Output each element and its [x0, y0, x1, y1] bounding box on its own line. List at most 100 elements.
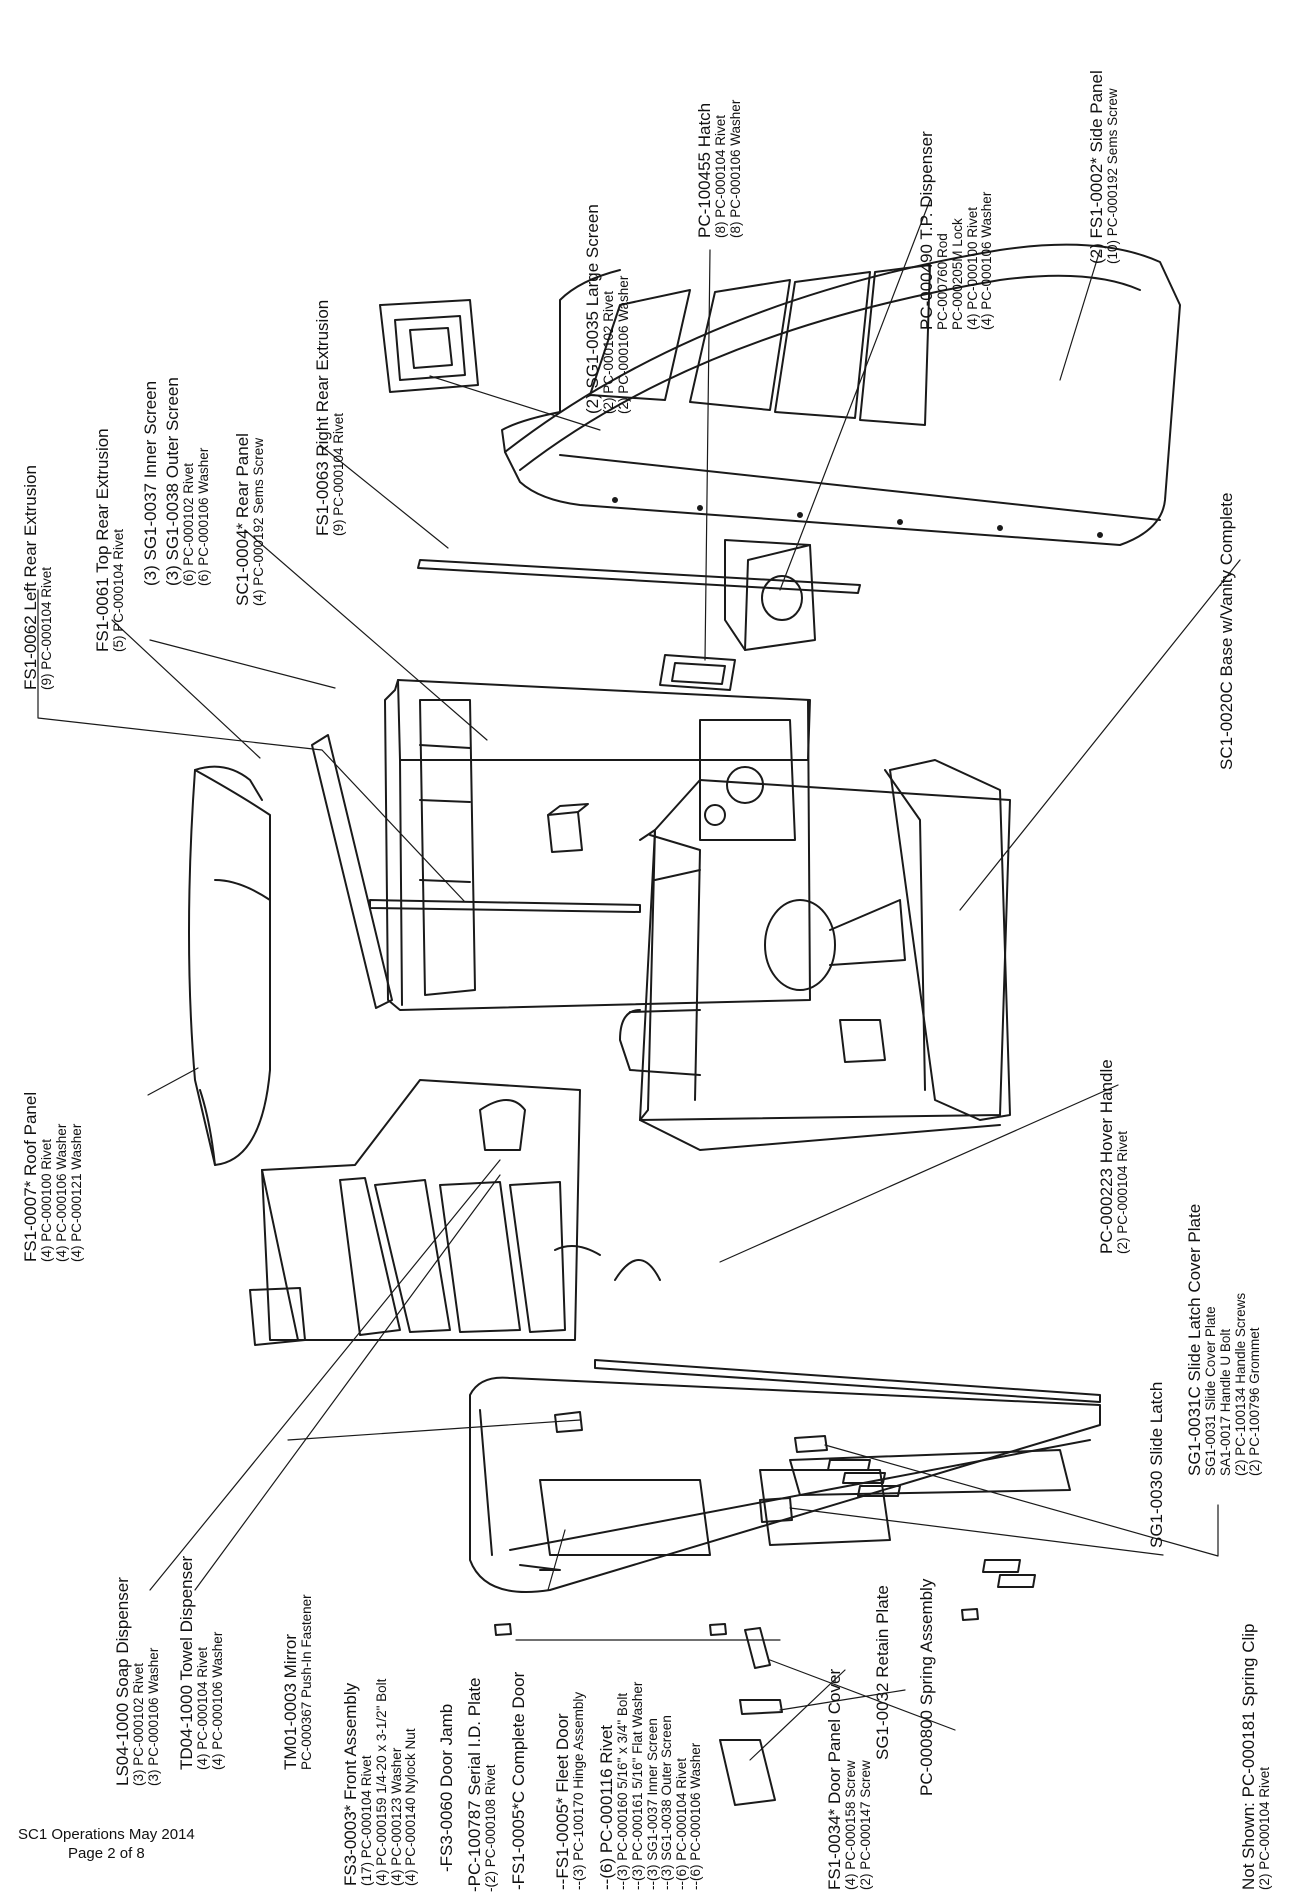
- callout-part-subitem: (4) PC-000192 Sems Screw: [251, 437, 267, 606]
- callout-part-subitem: (4) PC-000158 Screw: [843, 1760, 859, 1890]
- callout-label: -FS3-0060 Door Jamb: [437, 1703, 456, 1872]
- callout-part-subitem: (3) PC-000106 Washer: [145, 1647, 161, 1786]
- callout-part-subitem: (8) PC-000104 Rivet: [713, 114, 729, 238]
- callout-part-title: SG1-0030 Slide Latch: [1147, 1381, 1166, 1548]
- callout-part-subitem: (4) PC-000140 Nylock Nut: [403, 1728, 419, 1886]
- callout-label: SG1-0030 Slide Latch: [1147, 1381, 1166, 1548]
- callout-part-title: PC-000800 Spring Assembly: [917, 1578, 936, 1796]
- callout-part-subitem: (4) PC-000104 Rivet: [195, 1646, 211, 1770]
- base-vanity-drawing: [619, 759, 1011, 1151]
- callout-part-title: FS1-0062 Left Rear Extrusion: [21, 465, 40, 690]
- spring-assembly-drawing: [744, 1627, 771, 1669]
- side-panel-drawing: [501, 243, 1181, 546]
- hover-handle-drawing: [614, 1259, 661, 1281]
- callout-part-subitem: SA1-0017 Handle U Bolt: [1217, 1328, 1233, 1476]
- callout-part-subitem: --(3) SG1-0038 Outer Screen: [659, 1715, 675, 1890]
- callout-part-title: FS1-0063 Right Rear Extrusion: [313, 299, 332, 536]
- tp-dispenser-drawing: [724, 539, 816, 651]
- callout-label: (2) FS1-0002* Side Panel(10) PC-000192 S…: [1087, 70, 1121, 264]
- callout-part-subitem: (5) PC-000104 Rivet: [111, 528, 127, 652]
- callout-part-subitem: --(3) PC-100170 Hinge Assembly: [571, 1691, 587, 1890]
- callout-part-title: -FS3-0060 Door Jamb: [437, 1703, 456, 1872]
- callout-part-title: FS1-0034* Door Panel Cover: [825, 1668, 844, 1890]
- callout-part-subitem: (2) PC-000104 Rivet: [1115, 1130, 1131, 1254]
- callout-label: FS1-0062 Left Rear Extrusion(9) PC-00010…: [21, 465, 55, 690]
- left-rear-extrusion-drawing: [369, 899, 641, 913]
- callout-part-title: Not Shown: PC-000181 Spring Clip: [1239, 1623, 1258, 1890]
- callout-part-subitem: --(3) PC-000161 5/16" Flat Washer: [629, 1681, 645, 1890]
- callout-part-subitem: (6) PC-000102 Rivet: [181, 462, 197, 586]
- callout-label: FS3-0003* Front Assembly(17) PC-000104 R…: [341, 1678, 419, 1886]
- callout-part-title: PC-100455 Hatch: [695, 102, 714, 238]
- callout-part-title: (3) SG1-0037 Inner Screen: [141, 380, 160, 586]
- callout-label: TD04-1000 Towel Dispenser(4) PC-000104 R…: [177, 1556, 226, 1770]
- callout-part-subitem: SG1-0031 Slide Cover Plate: [1203, 1306, 1219, 1476]
- callout-part-subitem: --(3) PC-000160 5/16" x 3/4" Bolt: [615, 1692, 631, 1890]
- callout-part-title: (2) SG1-0035 Large Screen: [583, 204, 602, 414]
- callout-part-subitem: PC-000367 Push-In Fastener: [299, 1594, 315, 1770]
- callout-label: -FS1-0005*C Complete Door: [509, 1672, 528, 1890]
- callout-part-title: SC1-0020C Base w/Vanity Complete: [1217, 492, 1236, 771]
- door-jamb-strip-drawing: [594, 1359, 1101, 1403]
- retain-plate-drawing: [739, 1699, 783, 1715]
- hinge-nub-drawing-2: [709, 1623, 727, 1636]
- right-rear-extrusion-drawing: [417, 559, 861, 594]
- callout-part-subitem: --(6) PC-000106 Washer: [688, 1742, 704, 1890]
- callout-label: FS1-0034* Door Panel Cover(4) PC-000158 …: [825, 1668, 874, 1890]
- callout-part-subitem: (3) PC-000102 Rivet: [131, 1662, 147, 1786]
- callout-part-title: FS3-0003* Front Assembly: [341, 1682, 360, 1886]
- callout-part-subitem: (2) PC-000102 Rivet: [601, 290, 617, 414]
- grommet-drawing: [982, 1559, 1021, 1573]
- soap-dispenser-drawing: [547, 803, 589, 853]
- callout-part-title: LS04-1000 Soap Dispenser: [113, 1577, 132, 1786]
- callout-part-subitem: (10) PC-000192 Sems Screw: [1105, 88, 1121, 264]
- slide-latch-drawing: [759, 1497, 793, 1523]
- callout-part-subitem: --(6) PC-000104 Rivet: [673, 1757, 689, 1890]
- callout-label: FS1-0061 Top Rear Extrusion(5) PC-000104…: [93, 428, 127, 652]
- hinge-nub-drawing-3: [961, 1608, 979, 1621]
- callout-label: -PC-100787 Serial I.D. Plate-(2) PC-0001…: [465, 1677, 499, 1893]
- hatch-drawing: [659, 654, 736, 691]
- callout-part-subitem: (2) PC-000104 Rivet: [1257, 1766, 1273, 1890]
- callout-part-subitem: (17) PC-000104 Rivet: [359, 1755, 375, 1886]
- callout-part-title: PC-000490 T.P. Dispenser: [917, 131, 936, 330]
- large-screen-drawing: [379, 299, 479, 393]
- callout-part-subitem: (9) PC-000104 Rivet: [331, 412, 347, 536]
- callout-label: SG1-0032 Retain Plate: [873, 1585, 892, 1760]
- callout-part-subitem: (4) PC-000121 Washer: [68, 1123, 84, 1262]
- callout-part-subitem: (4) PC-000100 Rivet: [39, 1138, 55, 1262]
- callout-label: FS1-0007* Roof Panel(4) PC-000100 Rivet (…: [21, 1091, 84, 1262]
- callout-part-title: -PC-100787 Serial I.D. Plate: [465, 1677, 484, 1893]
- callout-label: PC-100455 Hatch(8) PC-000104 Rivet(8) PC…: [695, 99, 744, 238]
- hinge-nub-drawing: [494, 1623, 512, 1636]
- callout-part-subitem: --(3) SG1-0037 Inner Screen: [644, 1718, 660, 1890]
- callout-part-subitem: (4) PC-000159 1/4-20 x 3-1/2" Bolt: [373, 1678, 389, 1886]
- page-footer: SC1 Operations May 2014 Page 2 of 8: [18, 1826, 195, 1864]
- footer-doc-title: SC1 Operations May 2014: [18, 1826, 195, 1843]
- callout-part-subitem: (9) PC-000104 Rivet: [39, 566, 55, 690]
- callout-label: FS1-0063 Right Rear Extrusion(9) PC-0001…: [313, 299, 347, 536]
- callout-part-subitem: PC-000760 Rod: [935, 233, 951, 330]
- callout-part-subitem: (4) PC-000106 Washer: [209, 1631, 225, 1770]
- callout-part-title: FS1-0061 Top Rear Extrusion: [93, 428, 112, 652]
- callout-label: LS04-1000 Soap Dispenser(3) PC-000102 Ri…: [113, 1577, 162, 1786]
- grommet-drawing-2: [997, 1574, 1036, 1588]
- front-assembly-drawing: [261, 1079, 601, 1341]
- mirror-drawing: [554, 1411, 583, 1433]
- callout-part-subitem: (2) PC-100796 Grommet: [1247, 1327, 1263, 1476]
- callout-label: PC-000223 Hover Handle(2) PC-000104 Rive…: [1097, 1059, 1131, 1254]
- callout-label: --(6) PC-000116 Rivet--(3) PC-000160 5/1…: [597, 1681, 704, 1890]
- callout-part-subitem: (6) PC-000106 Washer: [195, 447, 211, 586]
- callout-part-subitem: (4) PC-000106 Washer: [979, 191, 995, 330]
- callout-label: (3) SG1-0037 Inner Screen: [141, 380, 160, 586]
- callout-part-title: (2) FS1-0002* Side Panel: [1087, 70, 1106, 264]
- callout-part-subitem: (2) PC-100134 Handle Screws: [1232, 1292, 1248, 1476]
- callout-part-subitem: (8) PC-000106 Washer: [727, 99, 743, 238]
- callout-part-subitem: (2) PC-000106 Washer: [615, 275, 631, 414]
- callout-label: Not Shown: PC-000181 Spring Clip(2) PC-0…: [1239, 1623, 1273, 1890]
- callout-part-title: FS1-0007* Roof Panel: [21, 1091, 40, 1262]
- callout-label: (2) SG1-0035 Large Screen(2) PC-000102 R…: [583, 204, 632, 414]
